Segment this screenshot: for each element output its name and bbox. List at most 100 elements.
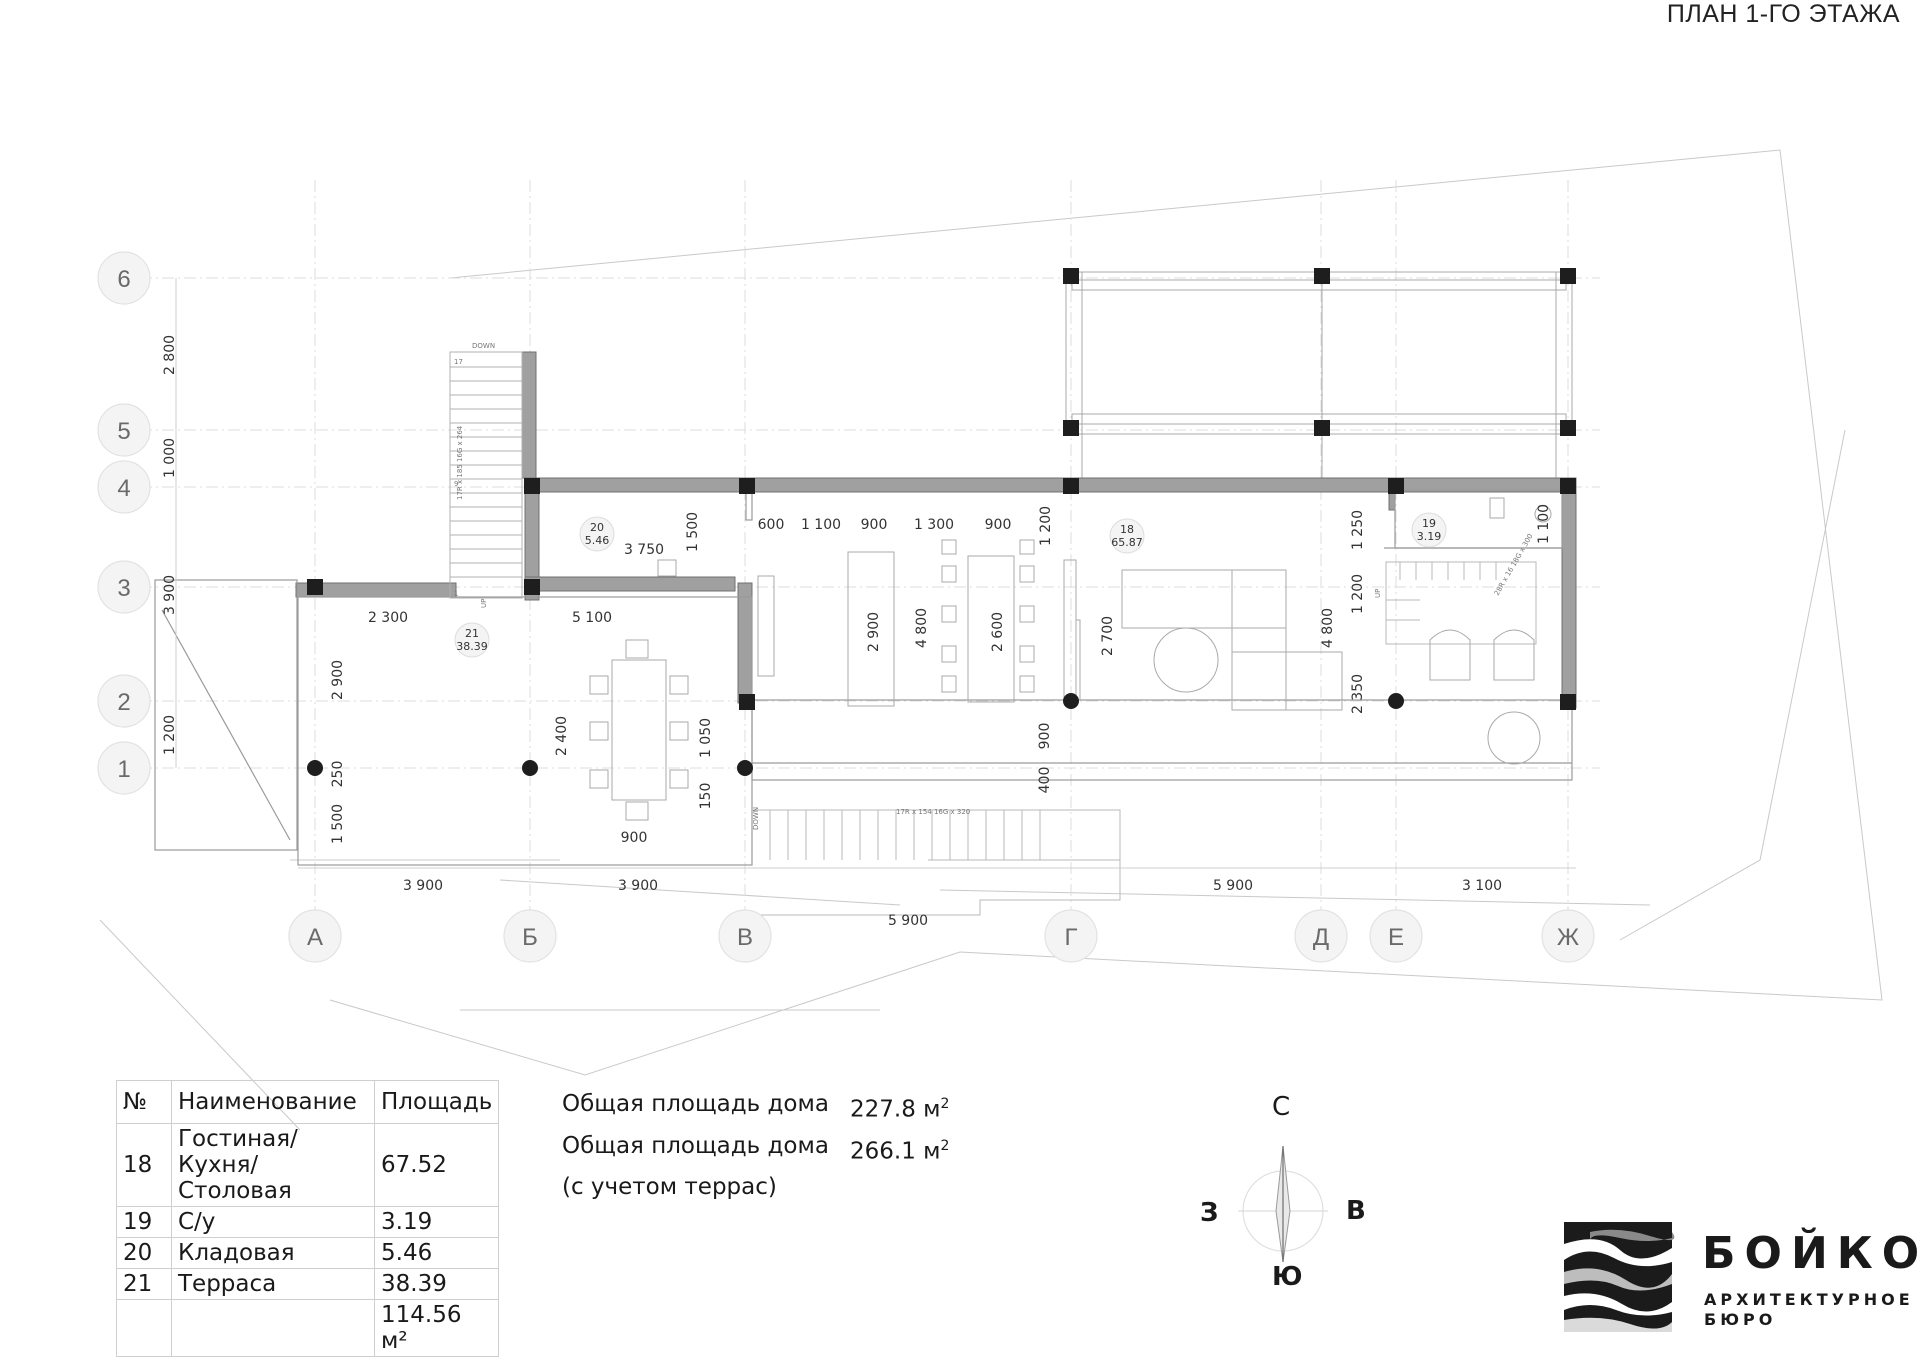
schedule-cell-area: 5.46: [373, 1237, 500, 1269]
structural-grid: [140, 180, 1600, 920]
stair-down-label-lower: DOWN: [752, 807, 760, 830]
total-with-terraces-label: Общая площадь дома: [562, 1132, 829, 1159]
stair-down-label: DOWN: [472, 342, 495, 350]
furniture: [589, 497, 1552, 821]
compass-east: В: [1346, 1196, 1366, 1226]
dim-int-13: 1 100: [801, 517, 841, 533]
table-row: 21 Терраса 38.39: [116, 1268, 500, 1300]
dim-int-21: 2 700: [1100, 616, 1116, 656]
total-line-2: Общая площадь дома 266.1 м2: [562, 1128, 949, 1170]
total-with-terraces-number: 266.1 м: [850, 1138, 941, 1165]
axis-row-1: 1: [117, 756, 130, 783]
room-20-area: 5.46: [585, 534, 610, 547]
dim-int-3: 2 900: [330, 660, 346, 700]
total-house-area-number: 227.8 м: [850, 1096, 941, 1123]
axis-row-6: 6: [117, 266, 130, 293]
schedule-cell-name: Терраса: [171, 1268, 375, 1300]
axis-col-v: В: [737, 924, 753, 951]
dimensions-interior: 2 300 5 100 2 900 1 500 250 2 400 900 3 …: [330, 504, 1552, 846]
schedule-cell-no: 21: [116, 1268, 172, 1300]
table-row: 19 С/у 3.19: [116, 1206, 500, 1238]
dim-int-17: 1 200: [1038, 506, 1054, 546]
room-tag-21-bubble: [454, 622, 490, 658]
schedule-cell-name: Кладовая: [171, 1237, 375, 1269]
axis-col-d: Д: [1313, 924, 1329, 951]
dim-int-22: 900: [1037, 723, 1053, 750]
exterior-stair: [752, 809, 1121, 916]
schedule-cell-no: 18: [116, 1123, 172, 1207]
dim-bottom-1: 3 900: [403, 878, 443, 894]
schedule-total-area: 114.56 м²: [373, 1299, 500, 1357]
axis-row-2: 2: [117, 689, 130, 716]
axis-row-5: 5: [117, 418, 130, 445]
logo-wordmark: БОЙКО: [1702, 1228, 1920, 1279]
dim-left-3: 3 900: [162, 575, 178, 615]
axis-col-g: Г: [1065, 924, 1078, 951]
logo-subtitle-line-2: БЮРО: [1704, 1310, 1777, 1329]
logo-subtitle: АРХИТЕКТУРНОЕ БЮРО: [1704, 1290, 1914, 1330]
total-line-3: (с учетом террас): [562, 1169, 949, 1205]
dim-bottom-5: 3 100: [1462, 878, 1502, 894]
room-19-area: 3.19: [1417, 530, 1442, 543]
dim-int-5: 250: [330, 761, 346, 788]
dim-int-26: 1 200: [1350, 574, 1366, 614]
stair-step-1: 1: [454, 590, 458, 598]
dim-bottom-2: 3 900: [618, 878, 658, 894]
room-19-number: 19: [1422, 517, 1436, 530]
room-20-number: 20: [590, 521, 604, 534]
stair-step-17: 17: [454, 358, 463, 366]
room-18-area: 65.87: [1111, 536, 1143, 549]
schedule-cell-area: 3.19: [373, 1206, 500, 1238]
site-context-lines: [99, 149, 1883, 1131]
room-21-area: 38.39: [456, 640, 488, 653]
area-totals: Общая площадь дома 227.8 м 2 Общая площад…: [562, 1086, 949, 1205]
sheet-title: ПЛАН 1-ГО ЭТАЖА: [1666, 0, 1900, 28]
schedule-name-line-2: Столовая: [178, 1178, 292, 1204]
dim-left-1: 2 800: [162, 335, 178, 375]
axis-col-e: Е: [1388, 924, 1404, 951]
logo-subtitle-line-1: АРХИТЕКТУРНОЕ: [1704, 1290, 1914, 1309]
axis-col-a: А: [307, 924, 323, 951]
main-stair: [449, 351, 523, 599]
dim-int-1: 2 300: [368, 610, 408, 626]
dim-int-20: 2 600: [990, 612, 1006, 652]
schedule-header-row: № Наименование Площадь: [116, 1080, 500, 1124]
axis-col-zh: Ж: [1557, 924, 1579, 951]
dim-left-4: 1 200: [162, 715, 178, 755]
schedule-name-line-1: Гостиная/Кухня/: [178, 1126, 298, 1178]
schedule-total-empty: [116, 1299, 172, 1357]
dim-int-23: 400: [1037, 767, 1053, 794]
axis-col-b: Б: [522, 924, 538, 951]
dimensions-left: 2 800 1 000 3 900 1 200: [162, 335, 178, 755]
dim-bottom-4: 5 900: [1213, 878, 1253, 894]
dim-int-24: 1 250: [1350, 510, 1366, 550]
total-house-area-label: Общая площадь дома: [562, 1091, 829, 1117]
dimensions-bottom: 3 900 3 900 5 900 5 900 3 100: [403, 878, 1502, 929]
room-schedule-table: № Наименование Площадь 18 Гостиная/Кухня…: [116, 1080, 500, 1357]
dim-int-12: 600: [758, 517, 785, 533]
internal-stair-right: [1385, 561, 1537, 645]
compass-north: С: [1272, 1092, 1291, 1122]
schedule-total-empty: [171, 1299, 375, 1357]
total-with-terraces-note: (с учетом террас): [562, 1174, 777, 1201]
dim-int-25: 1 100: [1536, 504, 1552, 544]
room-21-number: 21: [465, 627, 479, 640]
schedule-cell-no: 20: [116, 1237, 172, 1269]
compass-west: З: [1200, 1198, 1219, 1228]
columns-round: [307, 693, 1404, 776]
axis-row-3: 3: [117, 575, 130, 602]
grid-bubbles: [97, 251, 1595, 963]
room-tag-18-bubble: [1109, 518, 1145, 554]
total-with-terraces-sup: 2: [940, 1137, 950, 1154]
schedule-cell-area: 38.39: [373, 1268, 500, 1300]
compass-rose: [1238, 1145, 1328, 1263]
stair-up-label-right: UP: [1374, 589, 1382, 598]
interior-outlines: [154, 489, 1573, 866]
dim-int-18: 2 900: [866, 612, 882, 652]
dim-int-28: 2 350: [1350, 674, 1366, 714]
dim-int-15: 1 300: [914, 517, 954, 533]
compass-south: Ю: [1272, 1262, 1303, 1292]
dim-left-2: 1 000: [162, 438, 178, 478]
dim-int-19: 4 800: [914, 608, 930, 648]
